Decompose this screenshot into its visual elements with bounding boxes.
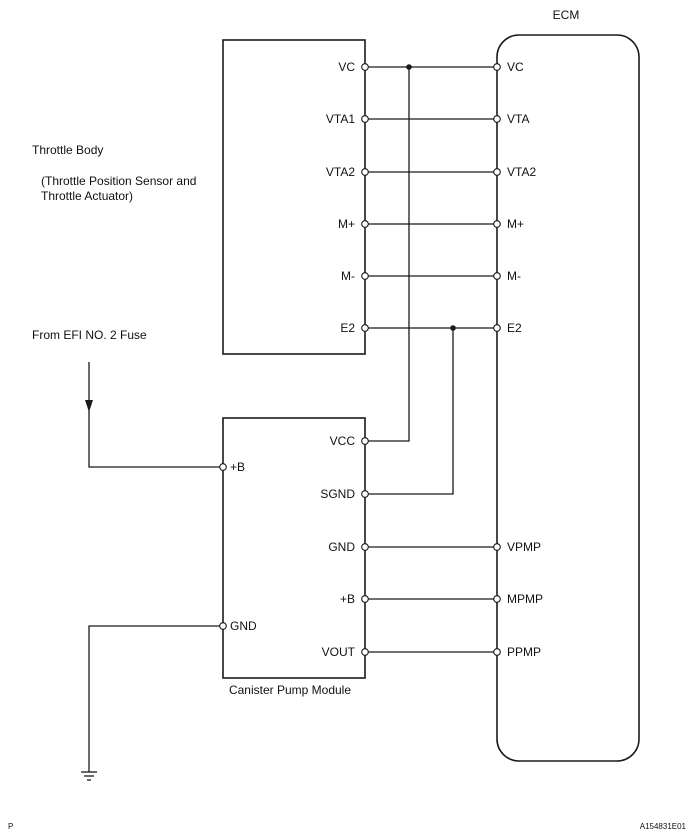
ecm-pin-vta2: VTA2	[507, 165, 536, 179]
terminal-cp-b	[361, 595, 369, 603]
ecm-pin-mpmp: MPMP	[507, 592, 543, 606]
terminal-ecm-mpmp	[493, 595, 501, 603]
throttle-body-subtitle-2: Throttle Actuator)	[41, 189, 133, 203]
terminal-tb-vc	[361, 63, 369, 71]
terminal-cp-left-b	[219, 463, 227, 471]
cp-pin-vout: VOUT	[322, 645, 356, 659]
wire-gnd-to-ground	[88, 625, 223, 772]
terminal-tb-e2	[361, 324, 369, 332]
tb-pin-mplus: M+	[338, 217, 355, 231]
canister-pump-title: Canister Pump Module	[229, 683, 351, 697]
junction-vc	[406, 64, 412, 70]
terminal-ecm-mminus	[493, 272, 501, 280]
footer-left-mark: P	[8, 822, 13, 831]
terminal-cp-sgnd	[361, 490, 369, 498]
junction-e2	[450, 325, 456, 331]
tb-pin-e2: E2	[340, 321, 355, 335]
terminal-tb-mplus	[361, 220, 369, 228]
cp-pin-gnd: GND	[328, 540, 355, 554]
wire-e2-to-sgnd	[365, 328, 454, 495]
tb-pin-mminus: M-	[341, 269, 355, 283]
throttle-body-title: Throttle Body	[32, 143, 103, 157]
tb-pin-vc: VC	[338, 60, 355, 74]
fuse-label: From EFI NO. 2 Fuse	[32, 328, 147, 342]
terminal-ecm-vc	[493, 63, 501, 71]
terminal-tb-mminus	[361, 272, 369, 280]
cp-pin-sgnd: SGND	[320, 487, 355, 501]
throttle-body-subtitle-1: (Throttle Position Sensor and	[41, 174, 196, 188]
cp-pin-vcc: VCC	[330, 434, 356, 448]
ecm-pin-vpmp: VPMP	[507, 540, 541, 554]
terminal-ecm-ppmp	[493, 648, 501, 656]
terminal-cp-vout	[361, 648, 369, 656]
terminal-ecm-e2	[493, 324, 501, 332]
terminal-cp-left-gnd	[219, 622, 227, 630]
cp-left-pin-b: +B	[230, 460, 245, 474]
throttle-body-block	[222, 39, 366, 355]
ground-icon	[81, 771, 97, 781]
terminal-ecm-mplus	[493, 220, 501, 228]
figure-id: A154831E01	[640, 822, 687, 831]
terminal-tb-vta2	[361, 168, 369, 176]
ecm-block	[496, 34, 640, 762]
arrow-down-icon	[85, 400, 93, 412]
tb-pin-vta2: VTA2	[326, 165, 355, 179]
terminal-tb-vta1	[361, 115, 369, 123]
terminal-ecm-vpmp	[493, 543, 501, 551]
tb-pin-vta1: VTA1	[326, 112, 355, 126]
ecm-pin-e2: E2	[507, 321, 522, 335]
terminal-cp-gnd	[361, 543, 369, 551]
wire-fuse-to-b	[88, 362, 223, 468]
terminal-ecm-vta2	[493, 168, 501, 176]
ecm-pin-mminus: M-	[507, 269, 521, 283]
terminal-ecm-vta	[493, 115, 501, 123]
ecm-pin-ppmp: PPMP	[507, 645, 541, 659]
ecm-pin-vc: VC	[507, 60, 524, 74]
wire-vc-to-vcc	[365, 67, 410, 442]
ecm-pin-vta: VTA	[507, 112, 529, 126]
cp-left-pin-gnd: GND	[230, 619, 257, 633]
cp-pin-b: +B	[340, 592, 355, 606]
ecm-title: ECM	[553, 8, 580, 22]
ecm-pin-mplus: M+	[507, 217, 524, 231]
terminal-cp-vcc	[361, 437, 369, 445]
